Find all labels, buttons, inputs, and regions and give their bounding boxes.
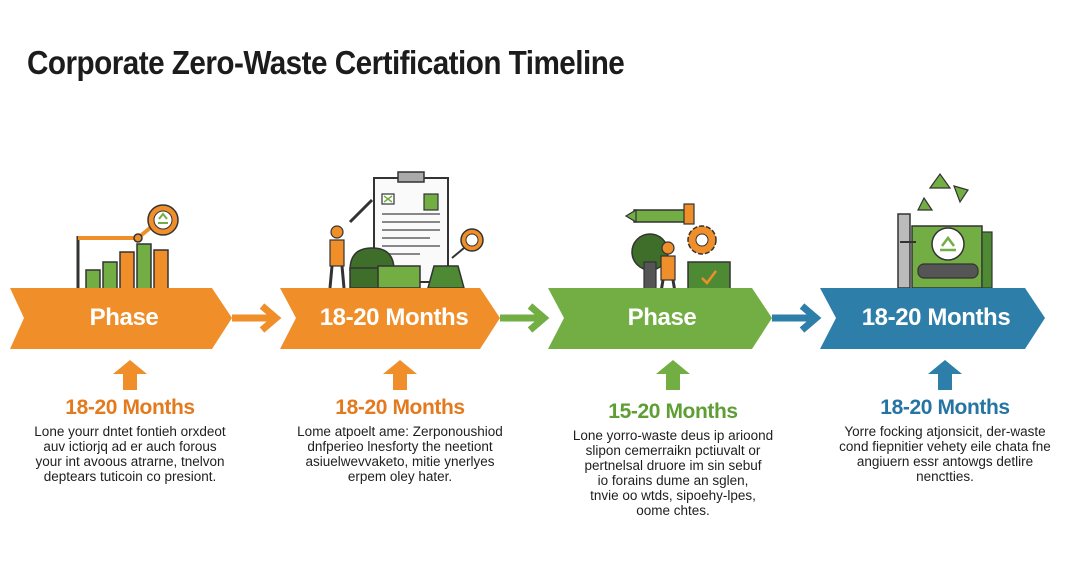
stage-4-description: Yorre focking atjonsicit, der-waste cond… xyxy=(839,424,1051,484)
stage-2-label: 18-20 Months xyxy=(319,304,469,331)
stage-4-up-arrow xyxy=(928,360,962,390)
stage-3-up-arrow xyxy=(656,360,690,390)
connector-chevron-1 xyxy=(232,303,282,333)
illustrations xyxy=(70,171,993,293)
clipboard-document-icon xyxy=(328,171,484,289)
stage-4-arrow xyxy=(820,288,1045,349)
stage-2-up-arrow xyxy=(383,360,417,390)
stage-2-duration: 18-20 Months xyxy=(335,396,465,419)
recycling-facility-icon xyxy=(897,172,993,289)
stage-3-label: Phase xyxy=(627,304,697,331)
stage-1-description: Lone yourr dntet fontieh orxdeot auv ict… xyxy=(34,424,226,484)
page-title: Corporate Zero-Waste Certification Timel… xyxy=(27,44,625,81)
stage-4-label: 18-20 Months xyxy=(861,304,1011,331)
bar-chart-crane-icon xyxy=(70,204,180,293)
stage-3-description: Lone yorro-waste deus ip arioond slipon … xyxy=(572,428,774,518)
stage-1-arrow xyxy=(10,288,232,349)
stage-4-duration: 18-20 Months xyxy=(880,396,1010,419)
connector-chevron-2 xyxy=(500,303,550,333)
connector-chevron-3 xyxy=(772,303,822,333)
stage-1-duration: 18-20 Months xyxy=(65,396,195,419)
stage-2-arrow xyxy=(280,288,500,349)
stage-1-up-arrow xyxy=(113,360,147,390)
timeline-arrows xyxy=(10,288,1045,349)
stage-3-arrow xyxy=(548,288,772,349)
stage-2-description: Lome atpoelt ame: Zerponoushiod dnfperie… xyxy=(297,424,503,484)
stage-3-duration: 15-20 Months xyxy=(608,400,738,423)
worker-gear-icon xyxy=(624,203,731,293)
stage-1-label: Phase xyxy=(89,304,159,331)
